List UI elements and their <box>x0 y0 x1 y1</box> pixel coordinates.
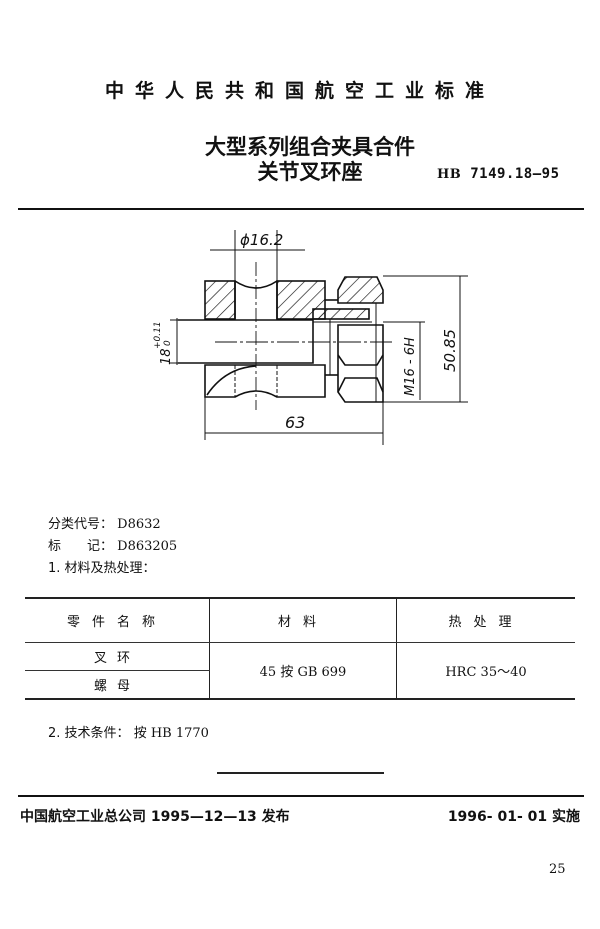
standard-code-number: 7149.18—95 <box>470 166 560 182</box>
marking-code: 标 记： D863205 <box>48 535 177 554</box>
marking-value: D863205 <box>117 539 178 554</box>
issuer-date: 中国航空工业总公司 1995—12—13 发布 <box>20 809 290 825</box>
col-header-heat-treatment: 热处理 <box>396 597 575 643</box>
classification-value: D8632 <box>117 517 161 532</box>
end-rule <box>217 772 384 774</box>
technical-conditions: 2. 技术条件： 按 HB 1770 <box>48 722 209 741</box>
table-row: 螺母 <box>25 670 575 700</box>
standard-body-title: 中华人民共和国航空工业标准 <box>104 80 495 102</box>
page-number: 25 <box>549 862 566 877</box>
dim-length: 63 <box>285 413 305 432</box>
marking-label: 标 记： <box>48 539 114 554</box>
part-name: 螺母 <box>25 670 210 700</box>
classification-label: 分类代号： <box>48 517 114 532</box>
table-row: 叉环 45 按 GB 699 HRC 35～40 <box>25 642 575 700</box>
col-header-material: 材料 <box>209 597 397 643</box>
section1-title: 1. 材料及热处理： <box>48 561 156 576</box>
materials-table: 零件名称 材料 热处理 叉环 45 按 GB 699 HRC 35～40 螺母 <box>25 597 575 700</box>
dim-thread: M16 - 6H <box>403 337 418 396</box>
dim-width: 18 <box>159 348 174 365</box>
table-header-row: 零件名称 材料 热处理 <box>25 597 575 643</box>
part-name: 叉环 <box>25 642 210 671</box>
technical-drawing: ϕ16.2 63 18 +0.11 0 M16 - 6H 50.85 <box>153 230 468 445</box>
material-value: 45 按 GB 699 <box>209 642 397 700</box>
upper-arm-left-section <box>204 280 236 320</box>
dim-diameter: ϕ16.2 <box>240 231 283 249</box>
document-title-line1: 大型系列组合夹具合件 <box>205 135 415 159</box>
effective-date: 1996- 01- 01 实施 <box>447 809 580 825</box>
dim-height: 50.85 <box>441 329 459 372</box>
classification-code: 分类代号： D8632 <box>48 513 161 532</box>
standard-code-prefix: HB <box>437 167 462 182</box>
col-header-part: 零件名称 <box>25 597 210 643</box>
dim-width-tol-lower: 0 <box>163 340 173 346</box>
document-title-line2: 关节叉环座 <box>257 160 363 184</box>
heat-treatment-value: HRC 35～40 <box>396 642 575 700</box>
dim-width-tol-upper: +0.11 <box>153 321 163 349</box>
tech-value: 按 HB 1770 <box>133 726 209 741</box>
header-rule <box>18 208 584 210</box>
tech-label: 2. 技术条件： <box>48 726 130 741</box>
footer-rule <box>18 795 584 797</box>
standard-code: HB 7149.18—95 <box>437 166 560 182</box>
